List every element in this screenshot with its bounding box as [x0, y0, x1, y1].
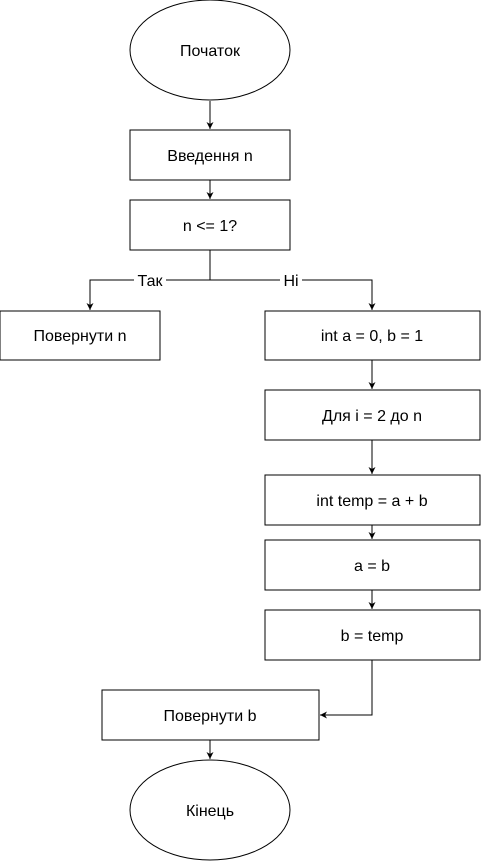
init-node: int a = 0, b = 1 — [264, 310, 481, 361]
input-node: Введення n — [129, 129, 291, 181]
start-label: Початок — [180, 43, 241, 60]
loop-node: Для i = 2 до n — [264, 389, 481, 441]
return-n-node: Повернути n — [0, 310, 161, 361]
edge-condition-no — [210, 279, 376, 310]
end-label: Кінець — [186, 803, 234, 820]
temp-node: int temp = a + b — [264, 474, 481, 526]
temp-label: int temp = a + b — [316, 493, 427, 510]
return-n-label: Повернути n — [34, 328, 127, 345]
end-node: Кінець — [129, 759, 291, 861]
loop-label: Для i = 2 до n — [322, 408, 422, 425]
no-label: Ні — [283, 273, 298, 290]
return-b-label: Повернути b — [164, 708, 257, 725]
return-b-node: Повернути b — [101, 689, 320, 741]
condition-node: n <= 1? — [129, 199, 291, 251]
yes-label: Так — [138, 273, 164, 290]
input-label: Введення n — [167, 148, 252, 165]
start-node: Початок — [129, 0, 291, 101]
init-label: int a = 0, b = 1 — [321, 328, 423, 345]
edge-label-no: Ні — [280, 270, 302, 290]
assign-b-node: b = temp — [264, 609, 481, 661]
assign-a-label: a = b — [354, 558, 390, 575]
edge-label-yes: Так — [134, 270, 166, 290]
assign-b-label: b = temp — [341, 628, 404, 645]
assign-a-node: a = b — [264, 539, 481, 591]
condition-label: n <= 1? — [183, 218, 237, 235]
edge-assign-b-to-return-b — [320, 660, 373, 719]
